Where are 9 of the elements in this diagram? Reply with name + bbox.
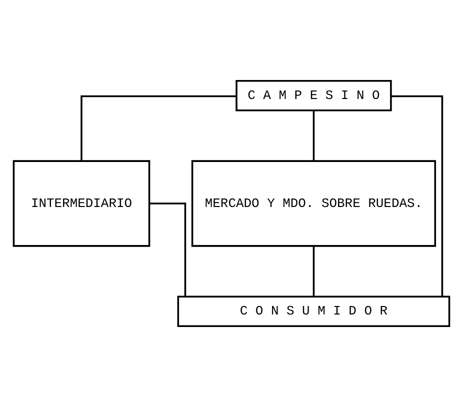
node-box: C O N S U M I D O R: [176, 295, 450, 326]
connector: [312, 110, 314, 160]
connector: [149, 202, 186, 296]
node-box: MERCADO Y MDO. SOBRE RUEDAS.: [190, 160, 436, 246]
connector: [80, 94, 236, 160]
connector: [390, 94, 443, 296]
node-box: C A M P E S I N O: [235, 80, 392, 111]
connector: [312, 246, 314, 296]
node-box: INTERMEDIARIO: [12, 160, 150, 246]
